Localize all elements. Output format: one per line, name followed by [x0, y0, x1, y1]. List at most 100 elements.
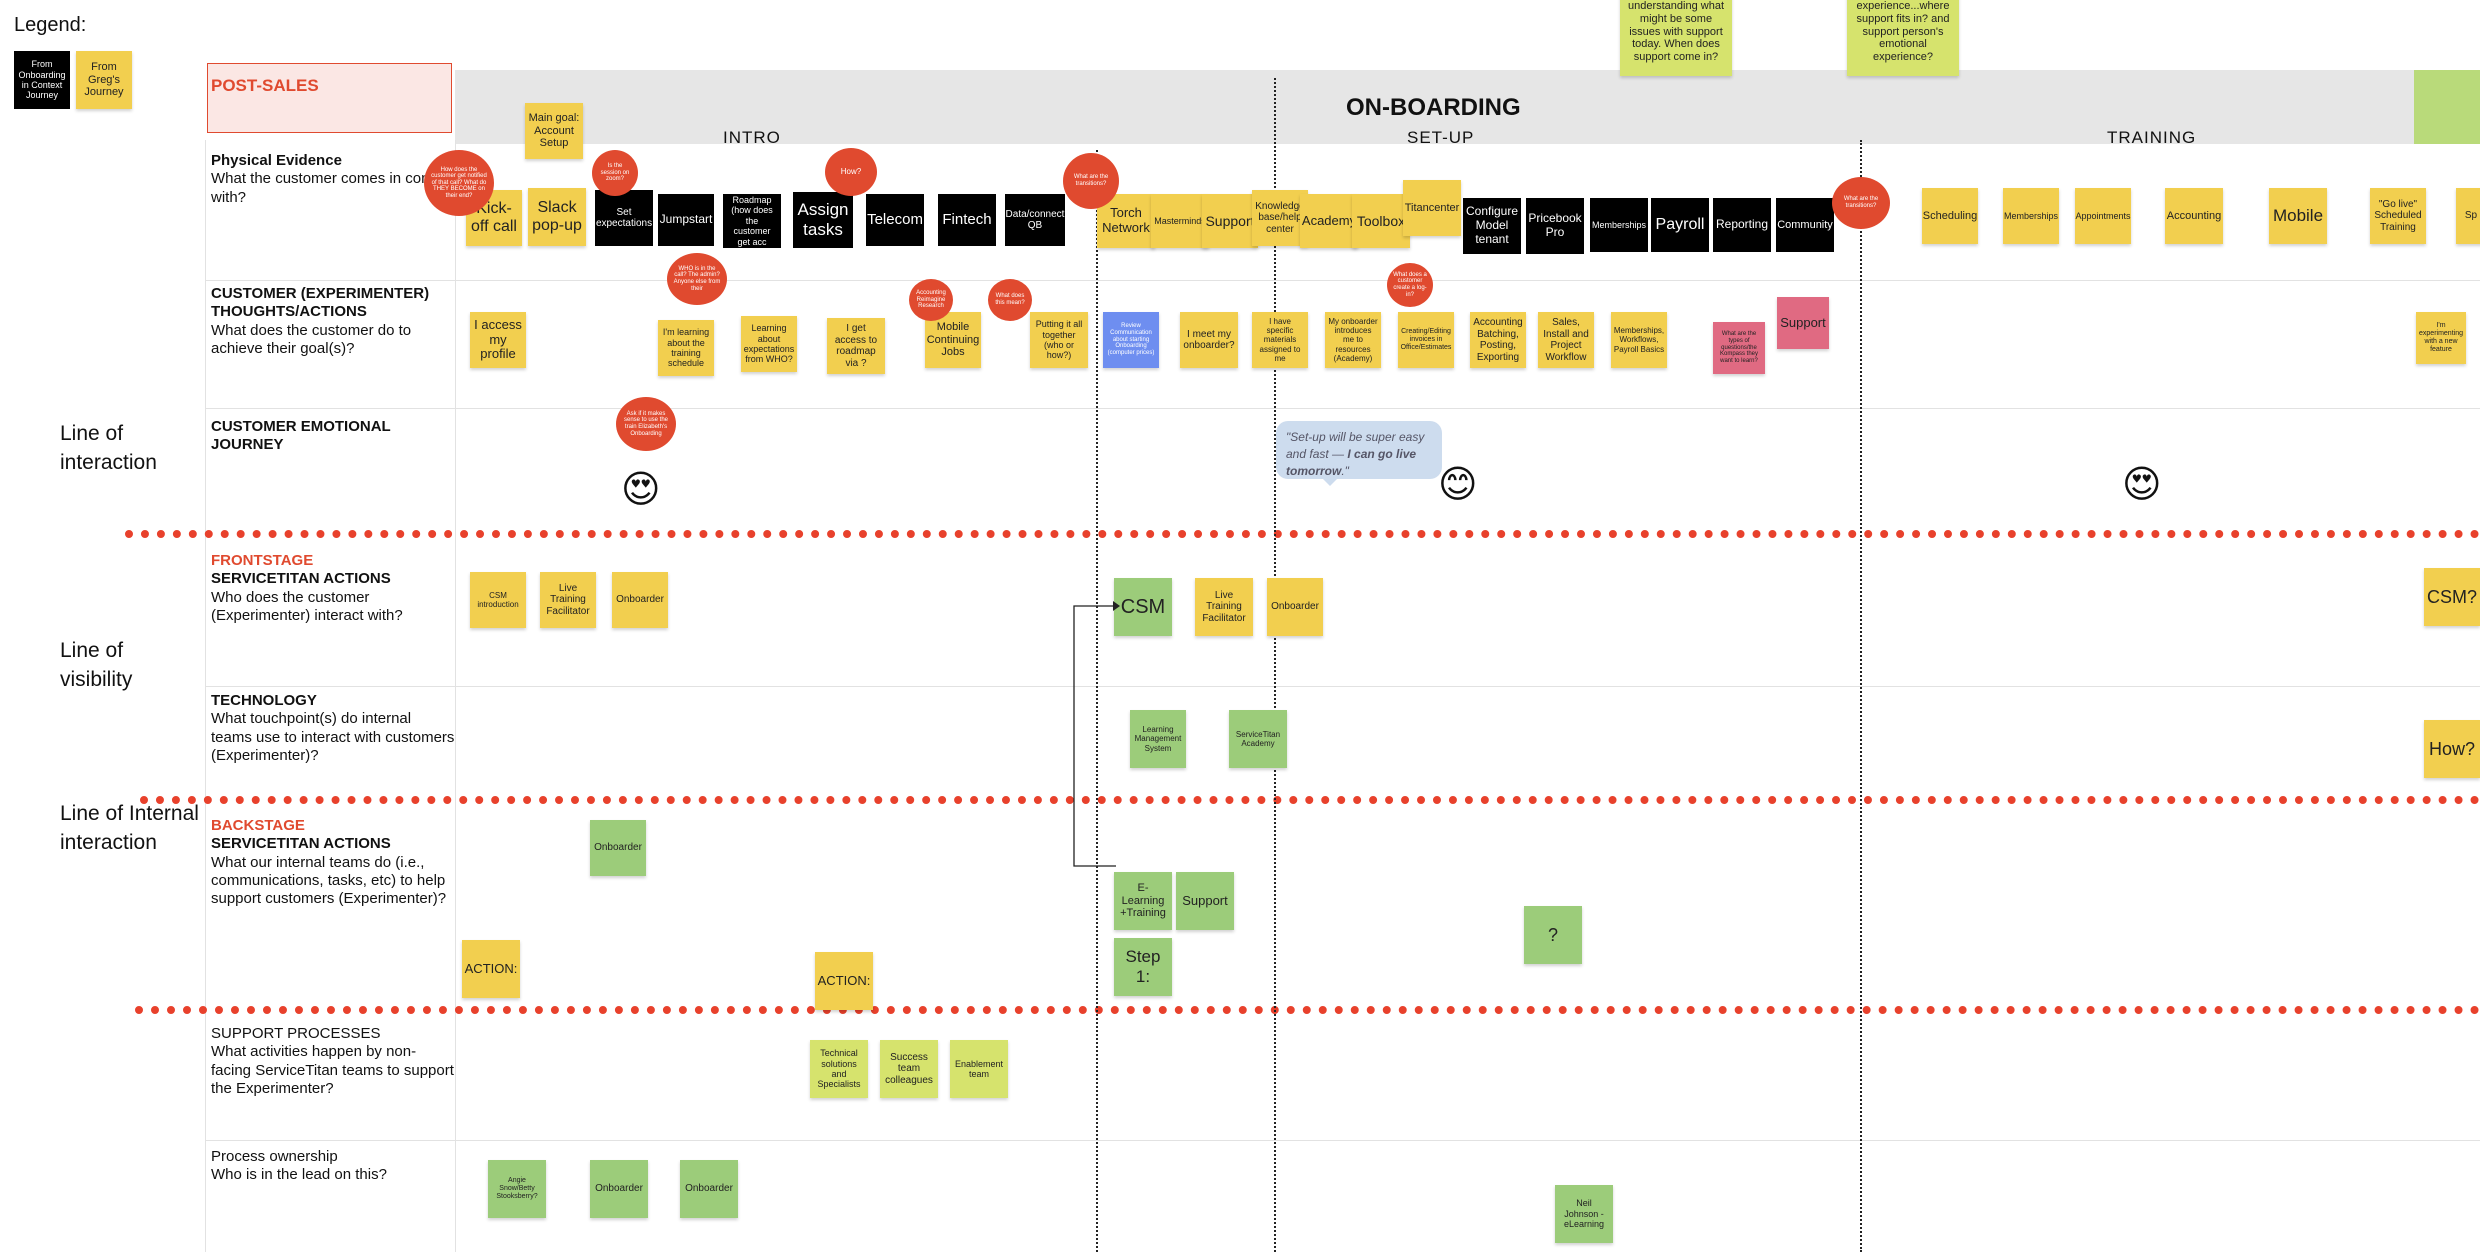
thought-note[interactable]: What are the types of questions/the Komp… [1713, 322, 1765, 374]
thought-note[interactable]: Memberships, Workflows, Payroll Basics [1611, 312, 1667, 368]
support-process-note[interactable]: Enablement team [950, 1040, 1008, 1098]
physical-note[interactable]: Assign tasks [793, 192, 853, 248]
top-note-support-experience[interactable]: experience...where support fits in? and … [1847, 0, 1959, 76]
row-title: SERVICETITAN ACTIONS [211, 835, 391, 853]
question-circle[interactable]: How? [825, 148, 877, 196]
physical-note[interactable]: Reporting [1713, 198, 1771, 252]
physical-note[interactable]: Appointments [2075, 188, 2131, 244]
question-circle[interactable]: Ask if it makes sense to use the train E… [616, 397, 676, 451]
quote-bubble-tail [1320, 476, 1340, 486]
physical-note[interactable]: Configure Model tenant [1463, 198, 1521, 254]
question-circle[interactable]: What does a customer create a log-in? [1387, 263, 1433, 307]
question-circle[interactable]: WHO is in the call? The admin? Anyone el… [667, 253, 727, 305]
thought-note[interactable]: I'm learning about the training schedule [658, 320, 714, 376]
physical-note[interactable]: Payroll [1651, 198, 1709, 252]
physical-note[interactable]: Academy [1300, 194, 1358, 248]
frontstage-note[interactable]: CSM introduction [470, 572, 526, 628]
row-title: CUSTOMER EMOTIONAL JOURNEY [211, 418, 391, 454]
physical-note[interactable]: Telecom [866, 194, 924, 246]
physical-note[interactable]: Scheduling [1922, 188, 1978, 244]
smiling-face-emoji-icon: 😊 [1438, 462, 1478, 506]
support-process-note[interactable]: Success team colleagues [880, 1040, 938, 1098]
question-circle[interactable]: What are the transitions? [1832, 177, 1890, 229]
backstage-note[interactable]: Onboarder [590, 820, 646, 876]
thought-note[interactable]: I get access to roadmap via ? [827, 318, 885, 374]
physical-note[interactable]: Jumpstart [658, 194, 714, 246]
question-circle[interactable]: What does this mean? [988, 279, 1032, 321]
question-circle[interactable]: How does the customer get notified of th… [424, 150, 494, 216]
physical-note[interactable]: Accounting [2165, 188, 2223, 244]
row-title: SUPPORT PROCESSES [211, 1025, 381, 1042]
physical-note[interactable]: Community [1776, 198, 1834, 252]
physical-note[interactable]: Data/connect QB [1005, 194, 1065, 246]
thought-note[interactable]: Mobile Continuing Jobs [925, 312, 981, 368]
row-tag: FRONTSTAGE [211, 552, 314, 569]
ownership-note[interactable]: Onboarder [590, 1160, 648, 1218]
intro-label: INTRO [723, 128, 781, 147]
thought-note[interactable]: Sales, Install and Project Workflow [1538, 312, 1594, 368]
physical-note[interactable]: Mobile [2269, 188, 2327, 244]
backstage-note[interactable]: E-Learning +Training [1114, 872, 1172, 930]
thought-note[interactable]: I meet my onboarder? [1180, 312, 1238, 368]
physical-note[interactable]: Memberships [1590, 198, 1648, 252]
frontstage-note[interactable]: CSM? [2424, 568, 2480, 626]
thought-note[interactable]: Creating/Editing invoices in Office/Esti… [1398, 312, 1454, 368]
physical-note[interactable]: Titancenter [1403, 180, 1461, 236]
frontstage-note[interactable]: Live Training Facilitator [540, 572, 596, 628]
ownership-note[interactable]: Angie Snow/Betty Stooksberry? [488, 1160, 546, 1218]
row-backstage: BACKSTAGE SERVICETITAN ACTIONS What our … [211, 817, 456, 908]
frontstage-note[interactable]: CSM [1114, 578, 1172, 636]
frontstage-note[interactable]: Onboarder [1267, 578, 1323, 636]
physical-note[interactable]: Set expectations [595, 190, 653, 246]
technology-note[interactable]: Learning Management System [1130, 710, 1186, 768]
question-circle[interactable]: Accounting Reimagine Research [909, 279, 953, 321]
support-process-note[interactable]: Technical solutions and Specialists [810, 1040, 868, 1098]
backstage-action-note[interactable]: ACTION: [462, 940, 520, 998]
physical-note[interactable]: Knowledge base/help center [1252, 190, 1308, 246]
technology-note[interactable]: How? [2424, 720, 2480, 778]
thought-note[interactable]: Accounting Batching, Posting, Exporting [1470, 312, 1526, 368]
physical-note[interactable]: Slack pop-up [528, 188, 586, 246]
thought-note[interactable]: Support [1777, 297, 1829, 349]
row-title: Physical Evidence [211, 152, 342, 169]
thought-note[interactable]: Learning about expectations from WHO? [741, 316, 797, 372]
question-circle[interactable]: What are the transitions? [1063, 153, 1119, 209]
thought-note[interactable]: I'm experimenting with a new feature [2416, 312, 2466, 364]
legend-yellow-note[interactable]: From Greg's Journey [76, 51, 132, 109]
main-goal-note[interactable]: Main goal: Account Setup [525, 103, 583, 159]
physical-note[interactable]: Fintech [938, 194, 996, 246]
physical-note[interactable]: Roadmap (how does the customer get acc [723, 194, 781, 248]
physical-note[interactable]: Support [1202, 194, 1258, 248]
row-description: What touchpoint(s) do internal teams use… [211, 710, 455, 764]
connector-arrow [1073, 601, 1120, 867]
quote-bubble[interactable]: "Set-up will be super easy and fast — I … [1276, 421, 1442, 479]
backstage-action-note[interactable]: ACTION: [815, 952, 873, 1010]
ownership-note[interactable]: Onboarder [680, 1160, 738, 1218]
physical-note[interactable]: Toolbox [1352, 194, 1410, 248]
line-of-interaction-divider [125, 530, 2480, 538]
physical-note[interactable]: Sp [2456, 188, 2480, 244]
post-sales-label: POST-SALES [211, 76, 319, 95]
row-title: SERVICETITAN ACTIONS [211, 570, 391, 588]
top-note-support-issues[interactable]: understanding what might be some issues … [1620, 0, 1732, 76]
thought-note[interactable]: Putting it all together (who or how?) [1030, 312, 1088, 368]
legend-black-note[interactable]: From Onboarding in Context Journey [14, 51, 70, 109]
physical-note[interactable]: "Go live" Scheduled Training [2370, 188, 2426, 244]
frontstage-note[interactable]: Onboarder [612, 572, 668, 628]
backstage-note[interactable]: ? [1524, 906, 1582, 964]
question-circle[interactable]: Is the session on zoom? [592, 150, 638, 196]
row-description: Who is in the lead on this? [211, 1166, 387, 1184]
physical-note[interactable]: Memberships [2003, 188, 2059, 244]
backstage-note[interactable]: Step 1: [1114, 938, 1172, 996]
thought-note[interactable]: I access my profile [470, 312, 526, 368]
frontstage-note[interactable]: Live Training Facilitator [1195, 578, 1253, 636]
thought-note[interactable]: My onboarder introduces me to resources … [1325, 312, 1381, 368]
thought-note[interactable]: Review Communication about starting Onbo… [1103, 312, 1159, 368]
ownership-note[interactable]: Neil Johnson - eLearning [1555, 1185, 1613, 1243]
thought-note[interactable]: I have specific materials assigned to me [1252, 312, 1308, 368]
technology-note[interactable]: ServiceTitan Academy [1229, 710, 1287, 768]
post-sales-box[interactable] [207, 63, 452, 133]
backstage-note[interactable]: Support [1176, 872, 1234, 930]
physical-note[interactable]: Pricebook Pro [1526, 198, 1584, 254]
physical-note[interactable]: Masterminds [1151, 194, 1209, 248]
